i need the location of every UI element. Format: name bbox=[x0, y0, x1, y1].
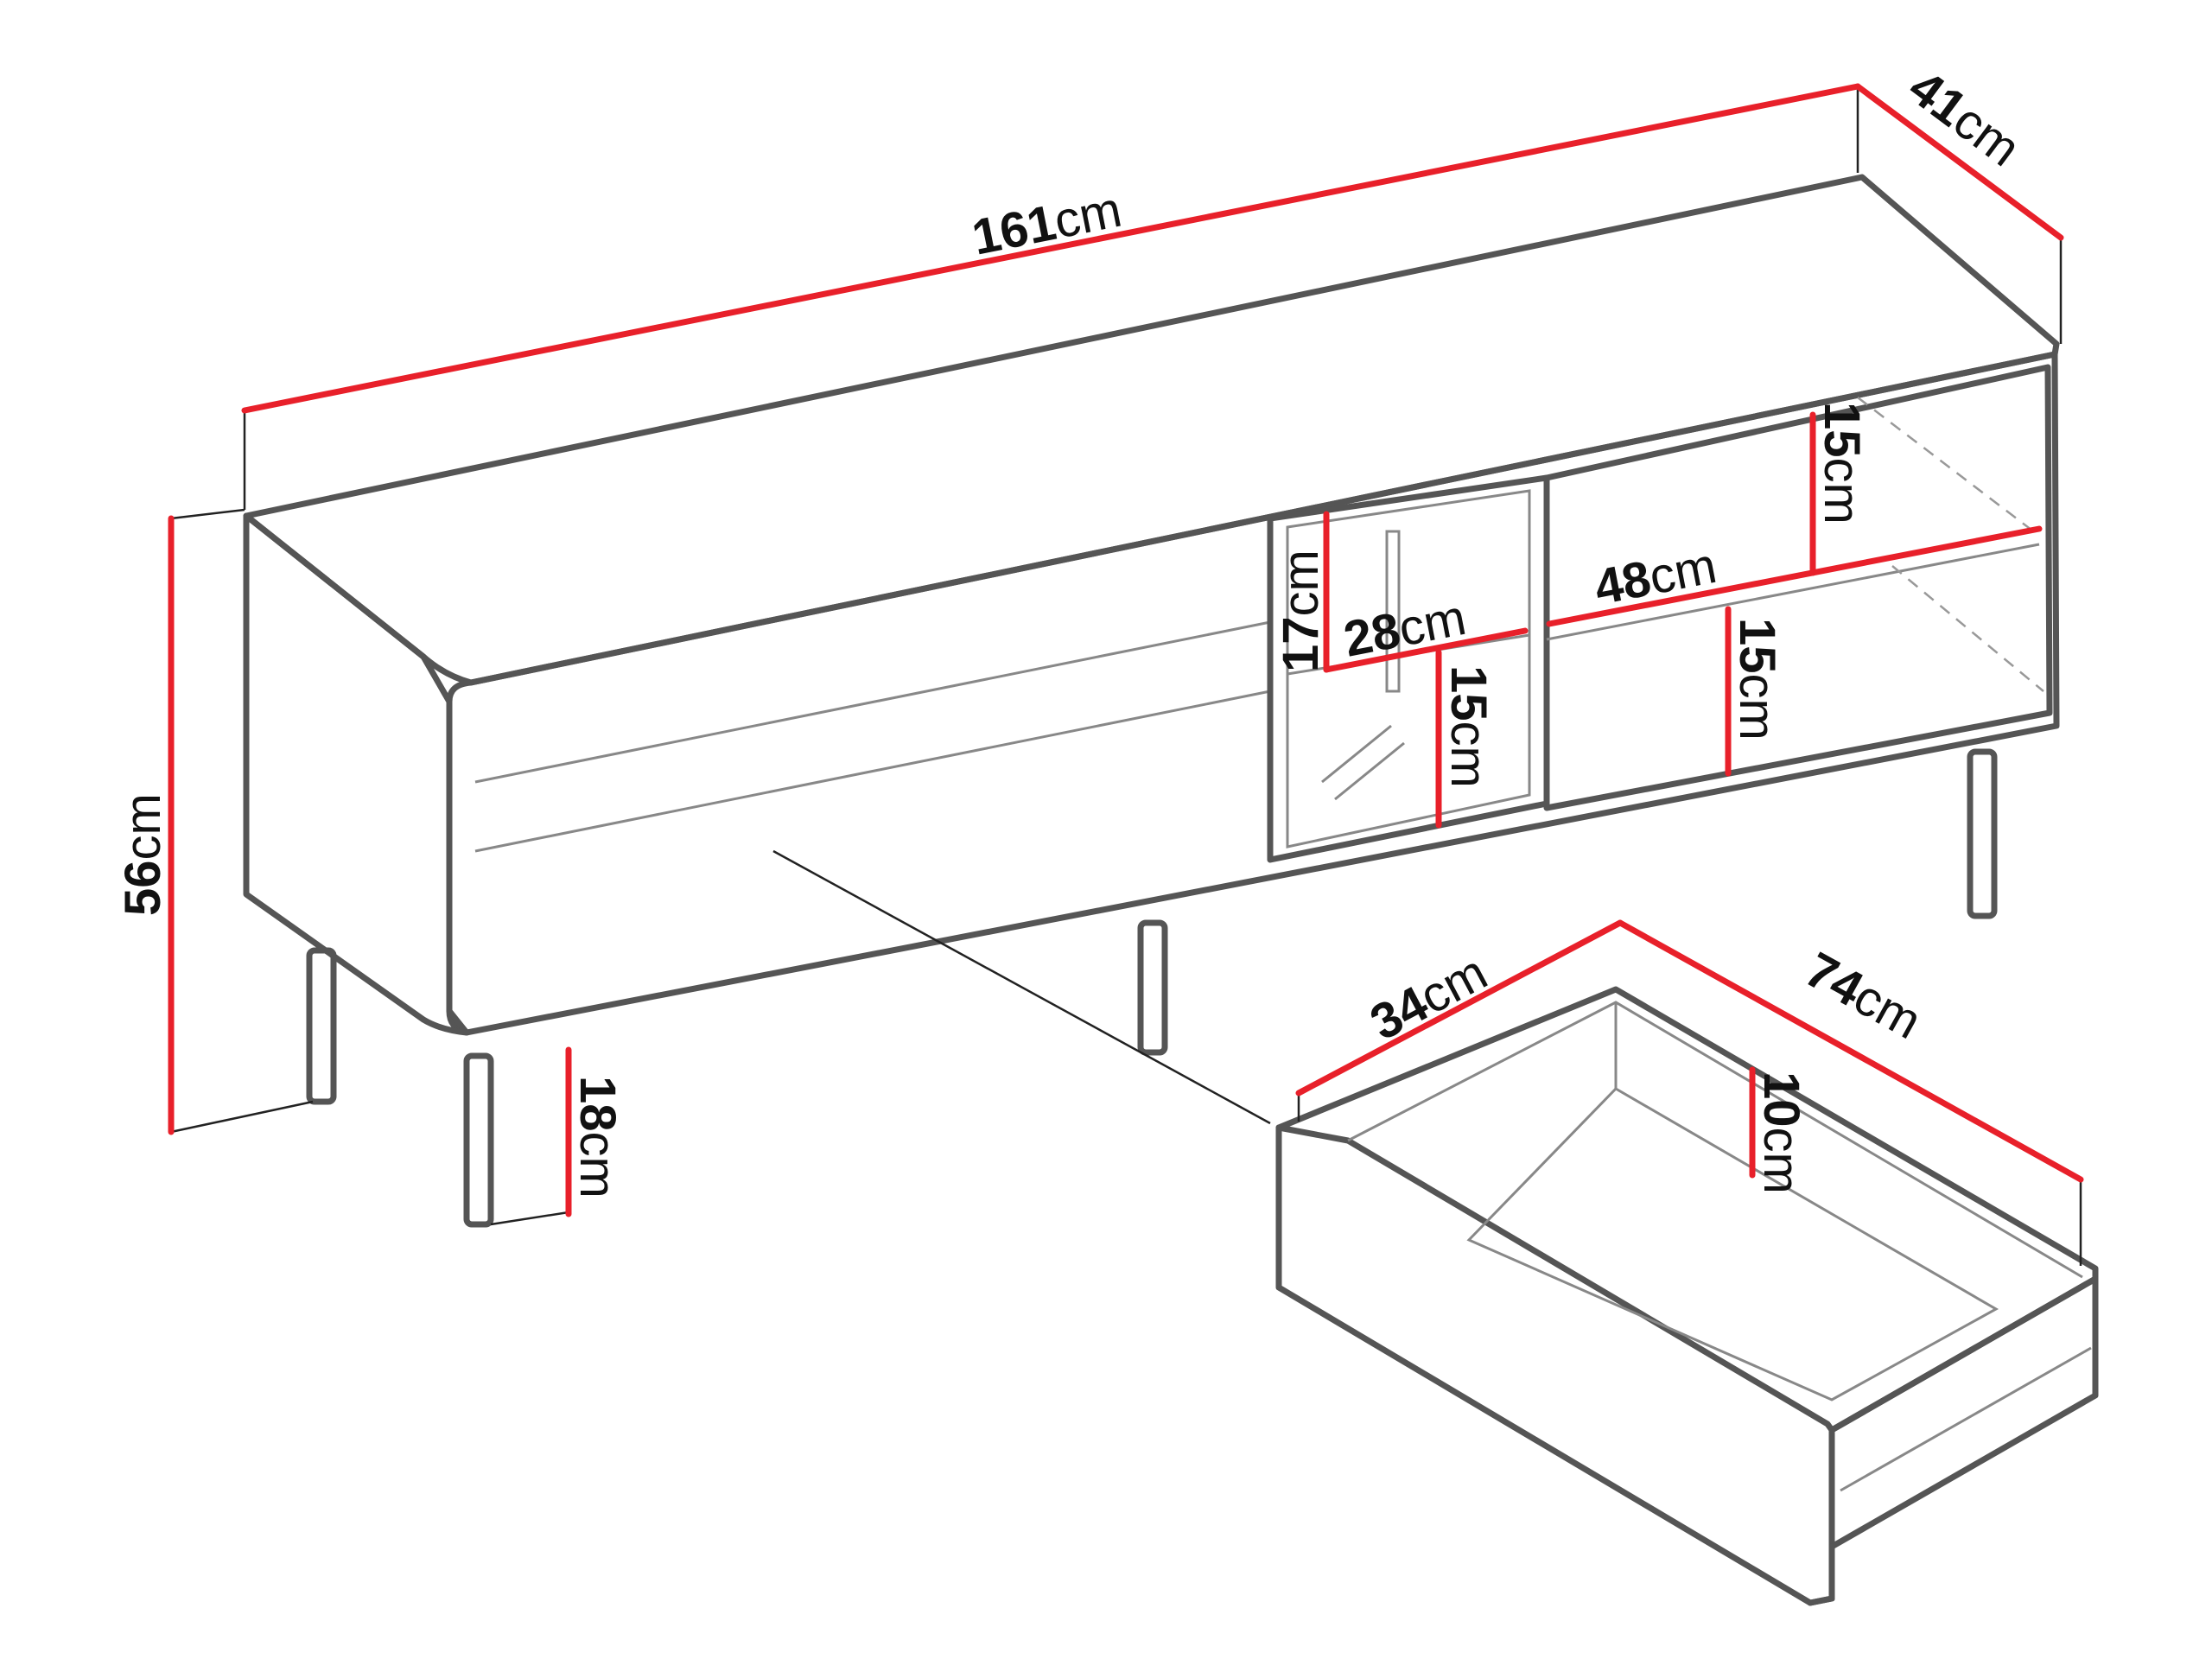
dimension-lines bbox=[168, 83, 2084, 1217]
glass-reflection-b bbox=[1334, 741, 1405, 801]
drawer-upper-line bbox=[474, 620, 1271, 784]
extension-lines bbox=[170, 86, 2082, 1266]
dim-line-glass-width bbox=[1323, 627, 1529, 673]
open-shelf-compartment bbox=[1543, 364, 2053, 811]
ext-leg-bottom bbox=[490, 1211, 569, 1226]
glass-door-frame bbox=[1267, 474, 1550, 863]
dim-line-drawer-width bbox=[1617, 919, 2084, 1183]
label-shelf-lower: 15cm bbox=[1729, 618, 1785, 741]
cabinet-top-surface bbox=[243, 174, 2060, 686]
label-glass-width: 28cm bbox=[1339, 589, 1471, 668]
ext-height-top bbox=[170, 508, 245, 520]
dim-line-width bbox=[241, 83, 1861, 414]
label-width: 161cm bbox=[968, 181, 1127, 266]
drawer-leader-line bbox=[772, 849, 1271, 1125]
drawer-front-bottom bbox=[1807, 1543, 1835, 1606]
dim-line-depth bbox=[1854, 83, 2064, 241]
label-glass-lower: 15cm bbox=[1440, 665, 1497, 788]
drawer-detail bbox=[1275, 986, 2099, 1606]
leg-back-left bbox=[306, 947, 337, 1105]
shelf-back-dash-lower bbox=[1891, 565, 2044, 692]
shelf-back-dash-upper bbox=[1857, 397, 2040, 537]
label-height: 56cm bbox=[115, 793, 171, 916]
door-handle bbox=[1385, 530, 1401, 693]
ext-height-bottom bbox=[170, 1100, 314, 1134]
drawer-front-line bbox=[474, 690, 1271, 853]
drawer-left-side bbox=[1275, 1124, 1835, 1606]
drawer-front-groove bbox=[1840, 1346, 2092, 1492]
leg-front-right bbox=[1967, 748, 1998, 919]
drawer-inner-bottom bbox=[1466, 1087, 1999, 1402]
drawer-box-top bbox=[1275, 986, 2099, 1433]
open-shelf-divider bbox=[1546, 543, 2040, 641]
glass-door-inner bbox=[1286, 489, 1531, 849]
drawer-inner-top bbox=[1347, 1001, 2083, 1279]
label-depth: 41cm bbox=[1898, 59, 2031, 177]
drawer-front-panel bbox=[1828, 1275, 2099, 1550]
dim-line-drawer-depth bbox=[1295, 919, 1624, 1096]
cabinet-left-side bbox=[243, 512, 470, 1036]
label-glass-height: 17cm bbox=[1273, 550, 1329, 672]
tv-cabinet bbox=[243, 174, 2060, 1228]
label-drawer-height: 10cm bbox=[1753, 1071, 1809, 1194]
leg-front-left bbox=[463, 1052, 494, 1228]
leg-front-middle bbox=[1137, 919, 1168, 1056]
glass-reflection-a bbox=[1321, 724, 1392, 784]
label-shelf-width: 48cm bbox=[1590, 537, 1721, 616]
dim-line-shelf-width bbox=[1546, 525, 2043, 627]
dimension-labels: 161cm 41cm 56cm 18cm 17cm 28cm 15cm 48cm… bbox=[115, 59, 2031, 1198]
label-leg-height: 18cm bbox=[569, 1076, 626, 1198]
label-drawer-depth: 34cm bbox=[1362, 944, 1497, 1051]
label-shelf-upper: 15cm bbox=[1814, 402, 1870, 524]
